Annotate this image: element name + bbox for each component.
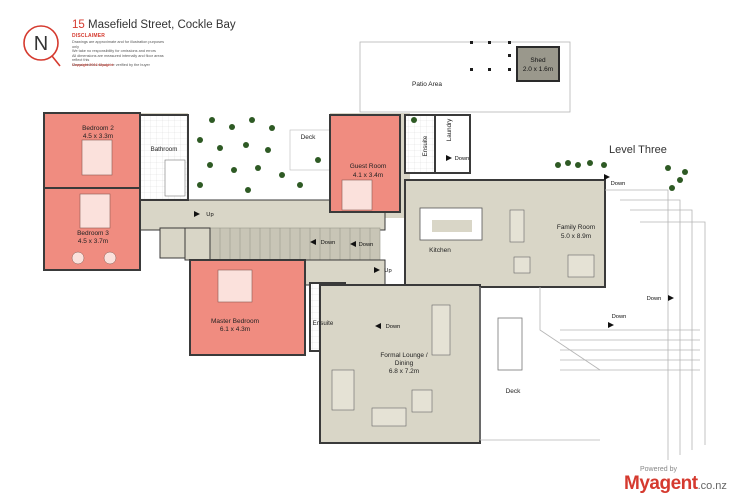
room-name: Dining (395, 360, 414, 367)
copyright: Copyright 2016 Myagent (72, 63, 114, 67)
property-address: 15 Masefield Street, Cockle Bay (72, 19, 236, 31)
street-name: Masefield Street, Cockle Bay (88, 19, 236, 31)
room-name: Deck (506, 388, 522, 395)
room-name: Laundry (446, 118, 453, 141)
brand-logo: Myagent.co.nz (624, 473, 727, 495)
stair-label: Down (455, 156, 470, 162)
ensuite-upper-shape (404, 114, 436, 174)
deck-lower-shape (479, 189, 706, 460)
brand-domain: .co.nz (697, 480, 727, 492)
formal-lounge-shape (319, 284, 481, 444)
shed (516, 46, 560, 82)
family-kitchen-shape (404, 179, 606, 288)
garden-plants (197, 117, 688, 193)
stair-arrow-icons (194, 155, 674, 329)
powered-by: Powered by (640, 466, 677, 473)
room-dims: 6.1 x 4.3m (220, 326, 250, 333)
room-name: Shed (530, 57, 546, 64)
room-name: Bathroom (151, 146, 178, 153)
disclaimer-line: All dimensions are measured internally a… (72, 53, 164, 63)
master-bedroom-shape (189, 259, 306, 356)
room-dims: 2.0 x 1.6m (523, 66, 553, 73)
disclaimer-line: Drawings are approximate and for illustr… (72, 40, 165, 49)
room-name: Formal Lounge / (380, 352, 428, 359)
stair-label: Down (321, 240, 336, 246)
room-name: Family Room (557, 224, 595, 231)
laundry-shape (434, 114, 471, 174)
bedroom-3-shape (43, 187, 141, 271)
stair-label: Down (386, 324, 401, 330)
room-name: Bedroom 2 (82, 125, 114, 132)
room-name: Deck (301, 134, 317, 141)
room-dims: 6.8 x 7.2m (389, 368, 419, 375)
compass-icon: N (23, 25, 61, 67)
disclaimer-title: DISCLAIMER (72, 33, 106, 39)
disclaimer-line: Measurements should be verified by the b… (72, 62, 150, 67)
brand-name: Myagent (624, 473, 698, 494)
room-name: Kitchen (429, 247, 451, 254)
room-dims: 4.5 x 3.7m (78, 238, 108, 245)
stair-label: Down (612, 314, 627, 320)
room-dims: 5.0 x 8.9m (561, 233, 591, 240)
stair-labels: Up Down Down Up Down Down Down Down Down (206, 156, 661, 330)
disclaimer-line: We take no responsibility for omissions … (72, 49, 156, 54)
room-name: Ensuite (313, 320, 334, 327)
bathroom-shape (139, 114, 189, 201)
disclaimer-text: Drawings are approximate and for illustr… (72, 40, 172, 68)
room-name: Ensuite (422, 135, 429, 156)
room-labels: Bedroom 2 4.5 x 3.3m Bedroom 3 4.5 x 3.7… (77, 57, 595, 395)
compass-letter: N (34, 33, 48, 55)
room-name: Guest Room (350, 163, 387, 170)
stair-label: Down (611, 181, 626, 187)
room-name: Patio Area (412, 81, 442, 88)
street-number: 15 (72, 19, 85, 31)
room-dims: 4.1 x 3.4m (353, 172, 383, 179)
stair-label: Up (384, 268, 391, 274)
room-name: Master Bedroom (211, 318, 259, 325)
stair-label: Down (647, 296, 662, 302)
room-dims: 4.5 x 3.3m (83, 133, 113, 140)
guest-room-shape (329, 114, 401, 213)
room-name: Bedroom 3 (77, 230, 109, 237)
stair-label: Up (206, 212, 213, 218)
stair-label: Down (359, 242, 374, 248)
level-label: Level Three (609, 144, 667, 156)
